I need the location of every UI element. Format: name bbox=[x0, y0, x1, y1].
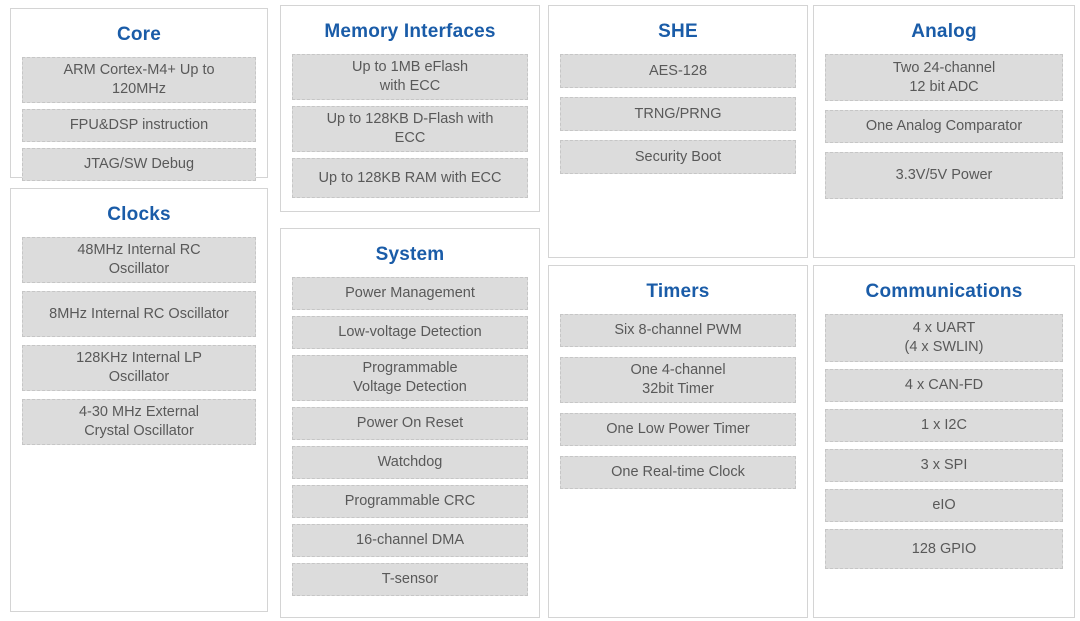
feature-item: 4-30 MHz External Crystal Oscillator bbox=[22, 399, 256, 445]
section-title-analog: Analog bbox=[911, 21, 977, 42]
panel-core: Core ARM Cortex-M4+ Up to 120MHz FPU&DSP… bbox=[10, 8, 268, 181]
section-title-clocks: Clocks bbox=[107, 204, 171, 225]
feature-item: 8MHz Internal RC Oscillator bbox=[22, 291, 256, 337]
feature-item: 16-channel DMA bbox=[292, 524, 528, 557]
section-title-system: System bbox=[375, 244, 445, 265]
feature-item: One Analog Comparator bbox=[825, 110, 1063, 143]
feature-item: Power On Reset bbox=[292, 407, 528, 440]
feature-item: One Real-time Clock bbox=[560, 456, 796, 489]
feature-item: 128KHz Internal LP Oscillator bbox=[22, 345, 256, 391]
panel-timers: Timers Six 8-channel PWM One 4-channel 3… bbox=[548, 265, 808, 618]
feature-item: Two 24-channel 12 bit ADC bbox=[825, 54, 1063, 101]
section-title-she: SHE bbox=[658, 21, 698, 42]
feature-item: 4 x CAN-FD bbox=[825, 369, 1063, 402]
section-title-communications: Communications bbox=[865, 281, 1023, 302]
feature-item: 48MHz Internal RC Oscillator bbox=[22, 237, 256, 283]
feature-item: 3.3V/5V Power bbox=[825, 152, 1063, 199]
feature-item: 3 x SPI bbox=[825, 449, 1063, 482]
feature-item: One Low Power Timer bbox=[560, 413, 796, 446]
section-title-memory-interfaces: Memory Interfaces bbox=[324, 21, 496, 42]
feature-item: Low-voltage Detection bbox=[292, 316, 528, 349]
section-title-timers: Timers bbox=[646, 281, 710, 302]
panel-memory-interfaces: Memory Interfaces Up to 1MB eFlash with … bbox=[280, 5, 540, 212]
panel-system: System Power Management Low-voltage Dete… bbox=[280, 228, 540, 618]
feature-item: ARM Cortex-M4+ Up to 120MHz bbox=[22, 57, 256, 103]
feature-item: Up to 1MB eFlash with ECC bbox=[292, 54, 528, 100]
feature-item: Six 8-channel PWM bbox=[560, 314, 796, 347]
feature-item: FPU&DSP instruction bbox=[22, 109, 256, 142]
panel-she: SHE AES-128 TRNG/PRNG Security Boot bbox=[548, 5, 808, 258]
feature-item: Up to 128KB D-Flash with ECC bbox=[292, 106, 528, 152]
feature-item: 128 GPIO bbox=[825, 529, 1063, 569]
panel-communications: Communications 4 x UART (4 x SWLIN) 4 x … bbox=[813, 265, 1075, 618]
feature-item: eIO bbox=[825, 489, 1063, 522]
feature-item: T-sensor bbox=[292, 563, 528, 596]
feature-item: Power Management bbox=[292, 277, 528, 310]
feature-item: 1 x I2C bbox=[825, 409, 1063, 442]
feature-item: Security Boot bbox=[560, 140, 796, 174]
feature-item: One 4-channel 32bit Timer bbox=[560, 357, 796, 403]
feature-item: 4 x UART (4 x SWLIN) bbox=[825, 314, 1063, 362]
feature-item: Programmable Voltage Detection bbox=[292, 355, 528, 401]
feature-item: TRNG/PRNG bbox=[560, 97, 796, 131]
panel-analog: Analog Two 24-channel 12 bit ADC One Ana… bbox=[813, 5, 1075, 258]
feature-item: Watchdog bbox=[292, 446, 528, 479]
feature-item: JTAG/SW Debug bbox=[22, 148, 256, 181]
panel-clocks: Clocks 48MHz Internal RC Oscillator 8MHz… bbox=[10, 188, 268, 612]
feature-item: Up to 128KB RAM with ECC bbox=[292, 158, 528, 198]
section-title-core: Core bbox=[116, 24, 162, 45]
feature-item: AES-128 bbox=[560, 54, 796, 88]
feature-item: Programmable CRC bbox=[292, 485, 528, 518]
